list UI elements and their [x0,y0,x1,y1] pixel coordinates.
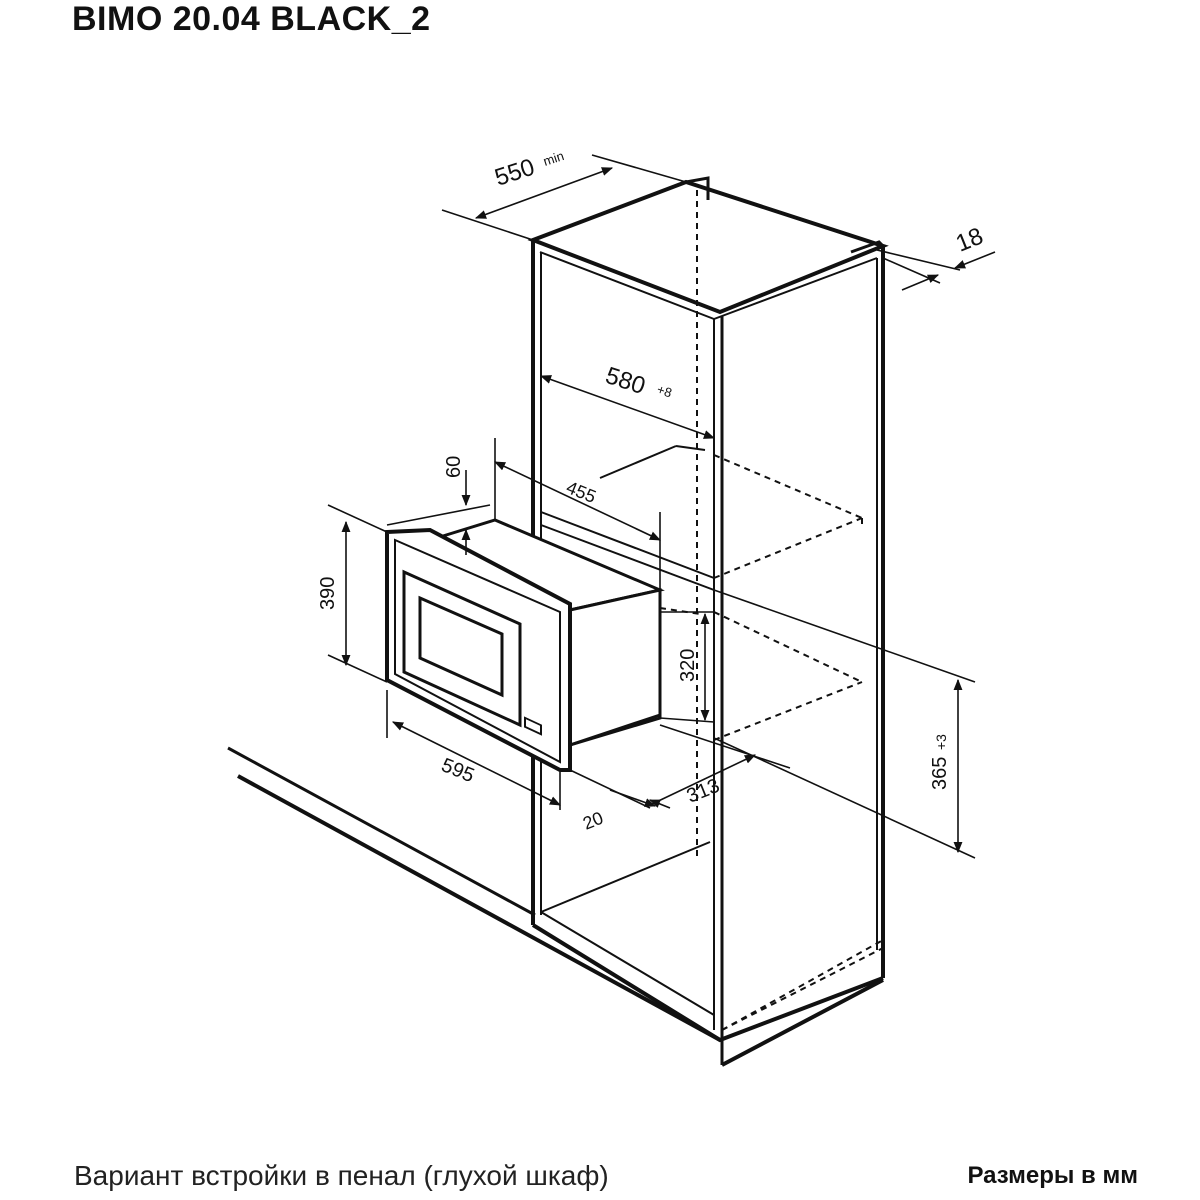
dim-niche-width-tol: +8 [655,382,674,401]
dim-niche-width: 580 [602,362,648,400]
dim-bottom-depth: 313 [684,775,723,808]
dim-niche-height: 365 [929,757,951,790]
dim-depth-min: 550 [492,154,538,192]
dim-depth-min-suffix: min [541,148,566,169]
units-note: Размеры в мм [967,1162,1138,1189]
lower-shelf [721,939,884,1031]
dim-bottom-offset: 20 [580,808,606,834]
dim-body-height: 320 [677,649,699,682]
microwave [385,518,665,772]
dimension-lines [327,154,996,859]
dim-body-depth: 455 [564,477,599,507]
product-title: BIMO 20.04 BLACK_2 [72,0,431,38]
middle-shelf [659,607,863,741]
floor-lines [227,746,721,1042]
dim-front-height: 390 [317,577,339,610]
installation-caption: Вариант встройки в пенал (глухой шкаф) [74,1160,609,1191]
dim-panel-thickness: 18 [952,223,987,258]
dim-top-gap: 60 [443,456,465,478]
dim-front-width: 595 [438,754,477,787]
dim-niche-height-tol: +3 [933,734,949,750]
